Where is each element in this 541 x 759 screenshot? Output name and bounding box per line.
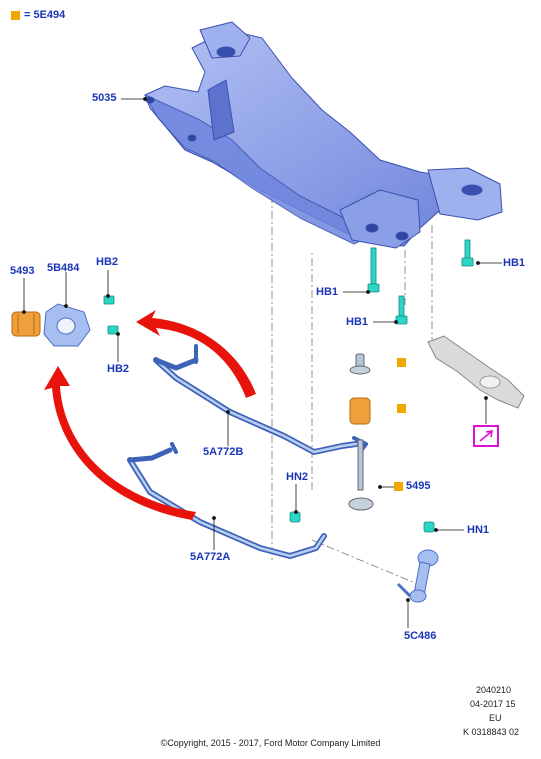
stabilizer-bar-lower (127, 442, 327, 559)
callout-5035: 5035 (92, 92, 117, 104)
shock-components (348, 353, 406, 511)
lower-arm (427, 335, 525, 409)
red-direction-arrows (44, 310, 256, 520)
callout-hb1-right: HB1 (503, 257, 526, 269)
callout-5493: 5493 (10, 265, 35, 277)
callout-hb2-top: HB2 (96, 256, 119, 268)
callout-5c486: 5C486 (404, 630, 437, 642)
bushing-part (11, 311, 41, 337)
footer-reference: K 0318843 02 (463, 727, 520, 737)
stabilizer-bar-upper (153, 344, 368, 455)
legend-swatch (11, 10, 20, 20)
callout-5a772b: 5A772B (203, 446, 244, 458)
callout-hn1: HN1 (467, 524, 490, 536)
footer-code: 2040210 (476, 685, 512, 695)
spring-symbol-box (473, 425, 499, 447)
crossmember-subframe (144, 21, 503, 249)
callout-hb1-low: HB1 (346, 316, 369, 328)
footer-region: EU (489, 713, 502, 723)
leader-lines (22, 97, 502, 628)
callout-5b484: 5B484 (47, 262, 80, 274)
legend-text: = 5E494 (24, 9, 66, 21)
copyright-text: ©Copyright, 2015 - 2017, Ford Motor Comp… (160, 738, 381, 748)
callout-hn2: HN2 (286, 471, 309, 483)
guide-lines (271, 195, 433, 586)
bushing-bracket (43, 303, 91, 347)
callout-hb1-mid: HB1 (316, 286, 339, 298)
callout-5495: 5495 (406, 480, 431, 492)
stabilizer-link (396, 549, 439, 603)
callout-hb2-bottom: HB2 (107, 363, 130, 375)
callout-5a772a: 5A772A (190, 551, 231, 563)
fasteners (103, 239, 474, 533)
legend: = 5E494 (11, 9, 65, 21)
footer-date: 04-2017 15 (470, 699, 516, 709)
